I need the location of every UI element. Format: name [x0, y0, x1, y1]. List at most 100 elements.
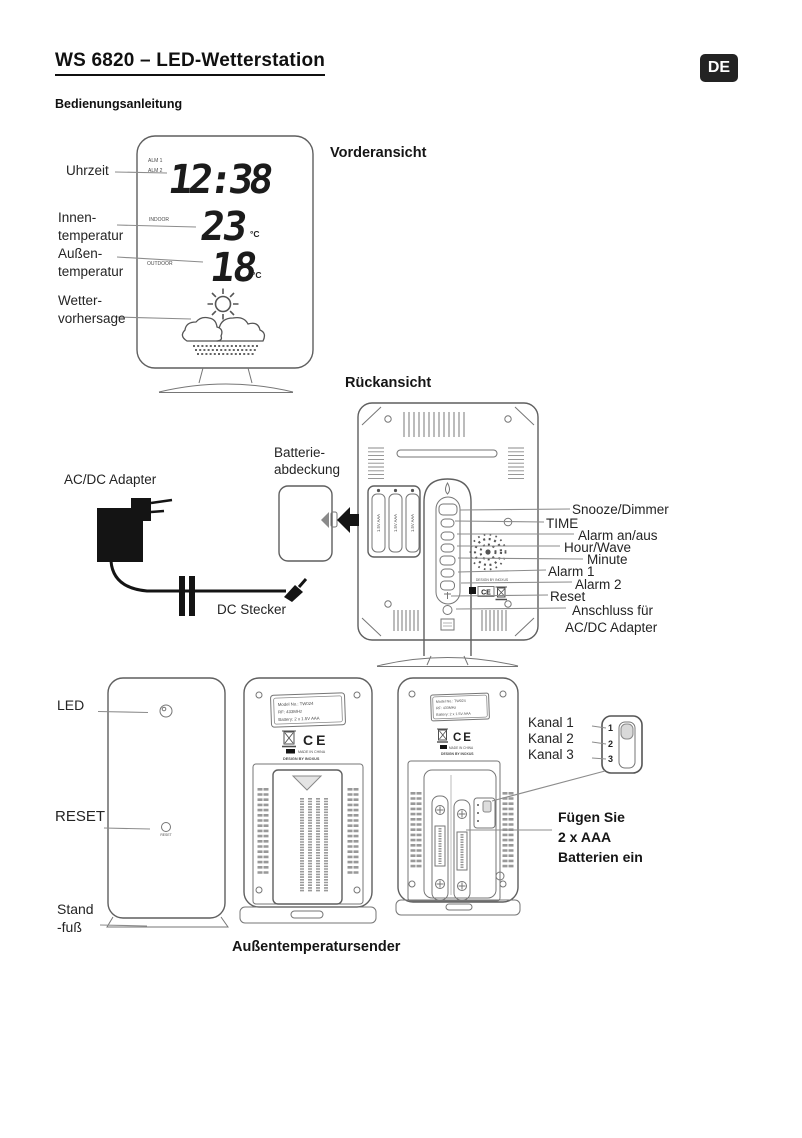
callout-alarm2: Alarm 2	[575, 577, 622, 592]
reset-hole	[442, 605, 453, 615]
svg-text:RF: 433MHz: RF: 433MHz	[278, 709, 302, 715]
callout-time: Uhrzeit	[66, 163, 109, 178]
hour-wave-button	[440, 543, 455, 553]
leader-indoor	[116, 224, 197, 228]
hanging-hole	[445, 481, 450, 495]
callout-led: LED	[57, 697, 85, 713]
battery-cover-plate	[278, 485, 333, 562]
sensor-reset-button	[161, 822, 171, 832]
cloud-icon	[181, 316, 266, 342]
ac-dc-adapter	[97, 498, 308, 616]
callout-outdoor-1: Außen-	[58, 246, 103, 261]
callout-alarm-onoff: Alarm an/aus	[578, 528, 658, 543]
right-vent-coils	[508, 447, 524, 479]
button-panel	[435, 496, 461, 605]
dc-plug	[284, 585, 303, 602]
callout-forecast-1: Wetter-	[58, 293, 103, 308]
main-battery-compartment: 1.5V AAA 1.5V AAA 1.5V AAA	[367, 485, 421, 558]
callout-battery-cover-1: Batterie-	[274, 445, 326, 460]
callout-time-button: TIME	[546, 516, 579, 531]
bottom-vents-left	[393, 610, 419, 631]
reset-mark	[444, 592, 451, 599]
cover-notch	[321, 512, 329, 528]
alarm1-indicator: ALM 1	[148, 158, 163, 164]
weather-station-back: 1.5V AAA 1.5V AAA 1.5V AAA	[357, 402, 584, 667]
sensor-front-view: RESET	[97, 677, 229, 928]
design-by-text: DESIGN BY INOXUS	[283, 757, 320, 761]
channel-switch	[473, 797, 496, 829]
adapter-cable	[109, 560, 286, 593]
design-by-text: DESIGN BY INOXUS	[476, 578, 509, 582]
led-indicator	[159, 704, 173, 718]
insert-arrow-icon	[337, 507, 359, 533]
made-in-text: MADE IN CHINA	[449, 746, 474, 750]
clock-digits: 12:38	[166, 157, 275, 203]
battery-aaa	[405, 493, 420, 553]
callout-stand-2: -fuß	[57, 919, 82, 935]
left-vent-coils	[368, 447, 384, 479]
rain-icon	[193, 345, 258, 355]
corner-seams	[361, 406, 535, 637]
model-plate: Model No.: TW024 RF: 433MHz Battery: 2 x…	[430, 692, 490, 722]
leader-kanal3	[591, 757, 607, 760]
battery-label: 1.5V AAA	[410, 514, 415, 532]
callout-stand-1: Stand	[57, 901, 94, 917]
leader-switch-zoom	[491, 770, 606, 802]
alarm2-button	[440, 580, 455, 591]
front-view-heading: Vorderansicht	[330, 145, 427, 161]
svg-text:Battery: 2 x 1.5V AAA: Battery: 2 x 1.5V AAA	[278, 716, 320, 722]
sensor-back-open: Model No.: TW024 RF: 433MHz Battery: 2 x…	[395, 677, 521, 916]
sensor-reset-label: RESET	[160, 833, 171, 837]
weather-station-front: ALM 1 ALM 2 12:38 INDOOR 23 °C OUTDOOR 1…	[114, 135, 314, 393]
channel-switch-detail: 1 2 3	[466, 715, 643, 831]
callout-outdoor-2: temperatur	[58, 264, 124, 279]
made-in-text: MADE IN CHINA	[298, 750, 326, 754]
slider-knob	[620, 723, 634, 740]
case-screw	[495, 871, 505, 881]
sensor-heading: Außentemperatursender	[232, 939, 401, 955]
leader-time	[114, 171, 168, 174]
adapter-prongs	[150, 498, 173, 514]
battery-note-2: 2 x AAA	[558, 829, 612, 845]
indoor-temp-digits: 23	[198, 204, 249, 250]
back-recess	[407, 760, 501, 902]
page-title: WS 6820 – LED-Wetterstation	[55, 50, 326, 76]
snooze-dimmer-button	[438, 503, 458, 516]
design-by-text: DESIGN BY INOXUS	[441, 752, 474, 756]
callout-kanal1: Kanal 1	[528, 715, 574, 730]
time-button	[440, 518, 455, 528]
svg-text:RF: 433MHz: RF: 433MHz	[436, 706, 456, 711]
callout-dc-plug: DC Stecker	[217, 602, 287, 617]
callout-indoor-2: temperatur	[58, 228, 124, 243]
callout-forecast-2: vorhersage	[58, 311, 126, 326]
leader-kanal2	[591, 741, 607, 745]
leader-kanal1	[591, 725, 607, 729]
cover-instruction-text	[300, 798, 328, 892]
svg-text:Model No.: TW024: Model No.: TW024	[278, 701, 315, 707]
switch-number-3: 3	[608, 754, 613, 764]
battery-note-3: Batterien ein	[558, 849, 643, 865]
battery-well	[423, 769, 497, 899]
back-leader-lines	[450, 508, 584, 610]
callout-battery-cover-2: abdeckung	[274, 462, 341, 477]
battery-cover	[278, 485, 359, 562]
speaker-grille	[469, 533, 507, 571]
language-badge: DE	[700, 54, 738, 82]
dc-plug-tip	[297, 578, 308, 588]
switch-number-1: 1	[608, 723, 613, 733]
callout-adapter: AC/DC Adapter	[64, 472, 157, 487]
front-stand-base	[158, 383, 294, 393]
ce-mark: CE	[303, 732, 328, 748]
front-housing	[136, 135, 314, 369]
page-subtitle: Bedienungsanleitung	[55, 97, 183, 111]
callout-minute: Minute	[587, 552, 628, 567]
side-vents	[257, 788, 359, 876]
alarm1-button	[440, 568, 455, 578]
stand-column	[423, 478, 472, 656]
svg-text:Battery: 2 x 1.5V AAA: Battery: 2 x 1.5V AAA	[436, 712, 471, 717]
ferrite-bar	[179, 576, 185, 616]
sensor-housing	[397, 677, 519, 903]
battery-note-1: Fügen Sie	[558, 809, 625, 825]
